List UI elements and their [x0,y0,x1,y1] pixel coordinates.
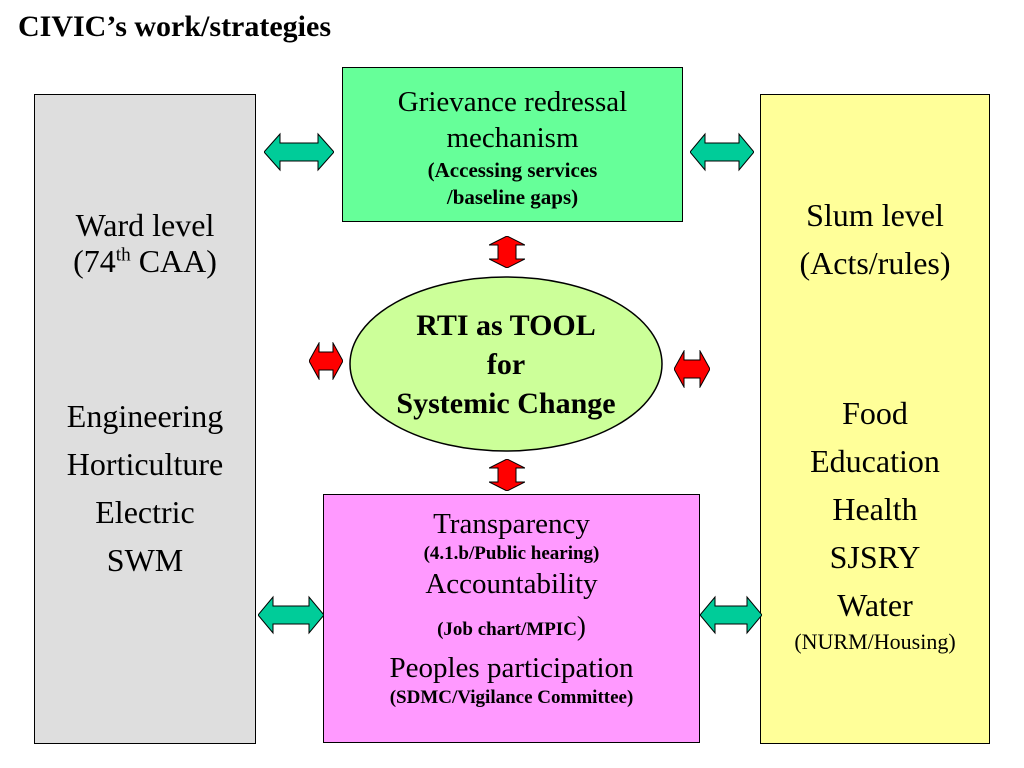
slum-item: Education [810,443,940,479]
rti-label-line2: for [486,347,526,381]
accountability-label: Accountability [425,568,598,601]
grievance-redressal-box: Grievance redressal mechanism (Accessing… [342,67,683,222]
transparency-label: Transparency [433,508,590,540]
rti-label-line3: Systemic Change [396,386,616,420]
vertical-double-arrow-icon [489,459,525,491]
grievance-title-line2: mechanism [446,122,579,155]
double-arrow-icon [700,595,762,635]
accountability-sub: (Job chart/MPIC) [437,611,586,642]
page-title: CIVIC’s work/strategies [18,10,332,43]
grievance-title-line1: Grievance redressal [397,86,628,118]
transparency-box: Transparency (4.1.b/Public hearing) Acco… [323,494,700,743]
grievance-sub-line1: (Accessing services [427,157,598,182]
rti-ellipse-shape [349,276,663,452]
slum-item: Health [832,491,918,527]
participation-sub: (SDMC/Vigilance Committee) [389,687,634,709]
slum-item: SJSRY [829,539,921,575]
ward-department-item: Electric [95,493,195,530]
slum-item: Food [842,395,908,431]
ward-department-item: Engineering [66,397,224,434]
ward-level-label: Ward level [75,207,215,243]
ward-department-item: Horticulture [66,445,224,482]
ward-department-item: SWM [106,541,184,578]
slum-items-list: Food Education Health SJSRY Water [810,389,940,629]
slum-level-box: Slum level (Acts/rules) Food Education H… [760,94,990,744]
double-arrow-icon [258,595,324,635]
slum-note: (NURM/Housing) [794,629,956,654]
rti-ellipse: RTI as TOOL for Systemic Change [348,275,664,453]
ward-act-label: (74th CAA) [73,243,217,280]
slum-level-label: Slum level [806,197,944,233]
transparency-sub: (4.1.b/Public hearing) [423,542,600,564]
double-arrow-icon [690,132,754,172]
double-arrow-icon [309,342,343,380]
rti-label-line1: RTI as TOOL [416,308,596,342]
slum-acts-label: (Acts/rules) [799,245,951,281]
ward-level-box: Ward level (74th CAA) Engineering Hortic… [34,94,256,744]
participation-label: Peoples participation [389,652,634,685]
double-arrow-icon [264,132,334,172]
grievance-sub-line2: /baseline gaps) [446,184,579,209]
vertical-double-arrow-icon [489,236,525,268]
double-arrow-icon [674,350,710,388]
ward-departments-list: Engineering Horticulture Electric SWM [67,392,223,584]
slum-item: Water [837,587,913,623]
